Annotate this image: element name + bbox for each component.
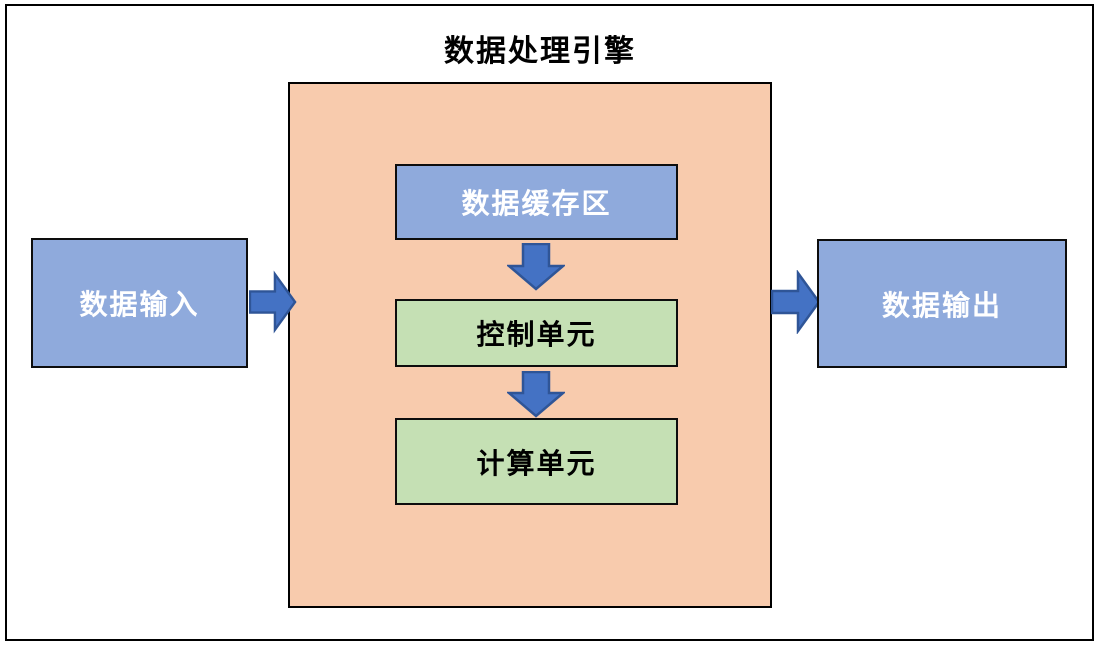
arrow-right-input-to-engine-icon	[249, 270, 297, 334]
node-data-input-label: 数据输入	[79, 289, 200, 320]
node-data-output-label: 数据输出	[881, 289, 1002, 321]
node-control-unit: 控制单元	[395, 299, 678, 367]
arrow-down-buffer-to-control-icon	[507, 243, 565, 291]
node-control-unit-label: 控制单元	[476, 319, 597, 350]
arrow-down-control-to-compute-icon	[507, 371, 565, 418]
arrow-right-engine-to-output-icon	[771, 270, 821, 334]
node-compute-unit-label: 计算单元	[476, 447, 597, 479]
node-data-buffer: 数据缓存区	[395, 164, 678, 240]
node-data-buffer-label: 数据缓存区	[461, 188, 612, 219]
diagram-title: 数据处理引擎	[444, 35, 636, 68]
node-compute-unit: 计算单元	[395, 418, 678, 505]
node-data-input: 数据输入	[31, 238, 248, 368]
node-data-output: 数据输出	[817, 239, 1067, 368]
